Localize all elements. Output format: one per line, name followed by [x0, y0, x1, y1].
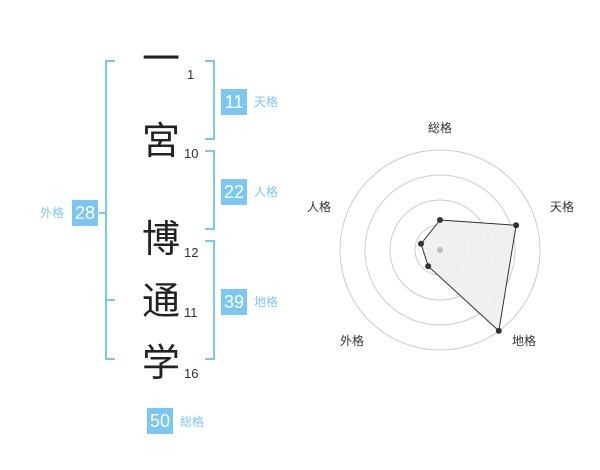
radar-ring-3: [364, 174, 516, 326]
radar-ring-4: [339, 149, 541, 351]
gaikaku-value-badge: 28: [72, 200, 98, 226]
radar-chart: [339, 149, 541, 351]
name-char-3: 博: [142, 217, 181, 261]
jinkaku-bracket-bottom: [205, 228, 215, 230]
chikaku-label: 地格: [254, 295, 279, 309]
name-char-1: 一: [142, 37, 181, 81]
radar-polygon: [420, 219, 517, 332]
radar-axis-label-chikaku: 地格: [512, 334, 537, 348]
radar-point-人格: [418, 240, 424, 247]
stroke-count-1: 1: [187, 67, 195, 82]
radar-point-総格: [437, 217, 443, 223]
gaikaku-label: 外格: [40, 206, 65, 220]
gaikaku-bracket-bottom: [105, 358, 115, 360]
radar-axis-label-jinkaku: 人格: [307, 200, 332, 214]
tenkaku-bracket-vertical: [213, 60, 215, 140]
radar-point-外格: [425, 263, 432, 270]
soukaku-value-badge: 50: [147, 408, 173, 434]
gaikaku-bracket-top: [105, 60, 115, 62]
jinkaku-bracket-vertical: [213, 150, 215, 230]
stroke-count-5: 16: [184, 366, 199, 381]
radar-point-天格: [513, 222, 520, 229]
gaikaku-bracket-vertical: [105, 60, 107, 360]
radar-axis-label-gaikaku: 外格: [340, 334, 365, 348]
soukaku-label: 総格: [180, 415, 205, 429]
stroke-count-3: 12: [184, 245, 199, 260]
gaikaku-bracket-mid: [105, 299, 115, 301]
radar-center-point: [437, 247, 443, 253]
tenkaku-value-badge: 11: [221, 89, 247, 115]
chikaku-bracket-top: [205, 240, 215, 242]
name-char-4: 通: [142, 279, 181, 323]
chikaku-value-badge: 39: [221, 289, 247, 315]
jinkaku-value-badge: 22: [221, 179, 247, 205]
chikaku-bracket-bottom: [205, 358, 215, 360]
name-char-2: 宮: [142, 119, 181, 163]
stroke-count-2: 10: [184, 146, 199, 161]
tenkaku-bracket-bottom: [205, 138, 215, 140]
tenkaku-bracket-top: [205, 60, 215, 62]
gaikaku-connector: [99, 212, 105, 214]
jinkaku-bracket-top: [205, 150, 215, 152]
jinkaku-label: 人格: [254, 185, 279, 199]
radar-axis-label-tenkaku: 天格: [550, 200, 575, 214]
radar-axis-label-soukaku: 総格: [428, 121, 453, 135]
stroke-count-4: 11: [184, 305, 198, 320]
radar-point-地格: [495, 327, 502, 334]
chikaku-bracket-vertical: [213, 240, 215, 360]
name-char-5: 学: [142, 341, 181, 385]
tenkaku-label: 天格: [254, 95, 279, 109]
